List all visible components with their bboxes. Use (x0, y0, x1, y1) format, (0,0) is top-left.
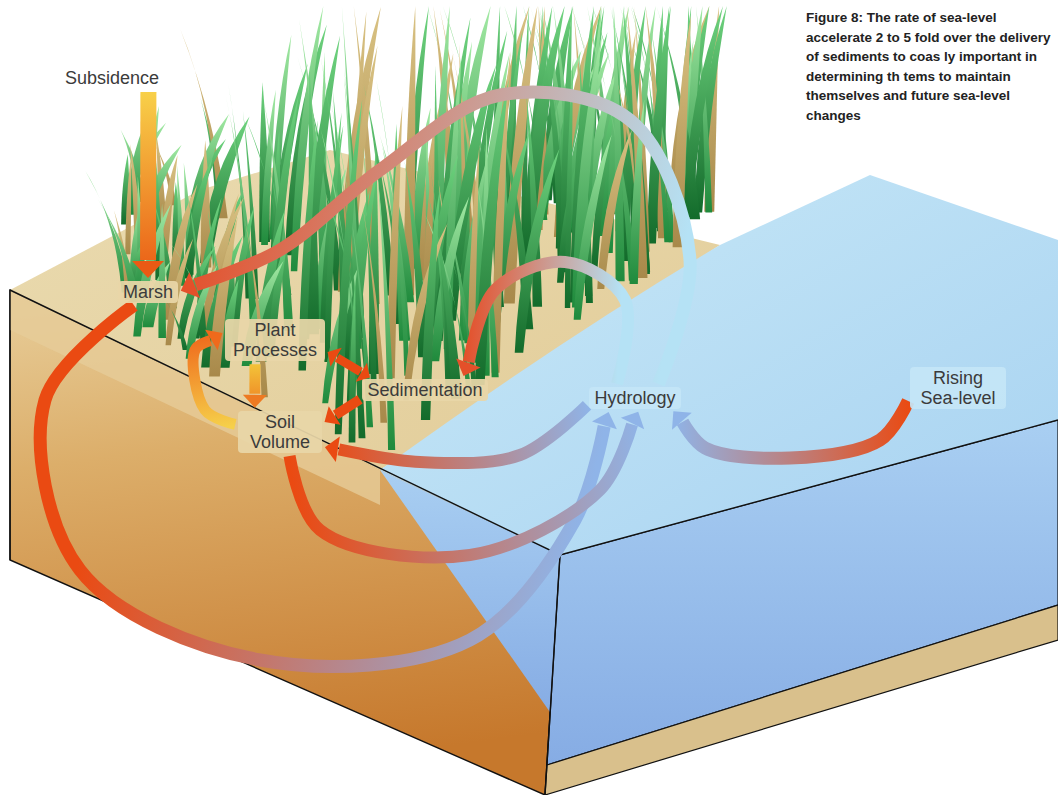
concept-label: Hydrology (589, 387, 680, 409)
connector-path (337, 358, 360, 372)
label-text: Rising Sea-level (915, 368, 1001, 408)
arrow-head (205, 330, 222, 350)
label-text: Hydrology (594, 388, 675, 408)
grass-blade (241, 202, 268, 397)
grass-blade (597, 129, 632, 289)
connector (132, 92, 164, 278)
connector-path (249, 364, 260, 394)
connector (290, 412, 645, 558)
right-face-sediment (545, 605, 1058, 795)
grass-blade (647, 6, 671, 243)
label-text: Subsidence (65, 68, 159, 88)
grass-blade (158, 204, 166, 338)
marsh-grass (85, 6, 726, 450)
arrow-head (456, 358, 480, 376)
connector-path (140, 92, 156, 260)
connector-path (290, 424, 633, 557)
label-text: Soil Volume (243, 412, 317, 452)
arrow-head (325, 406, 341, 425)
connector (328, 348, 370, 382)
concept-label: Plant Processes (225, 319, 325, 361)
concept-label: Soil Volume (238, 411, 322, 453)
label-text: Sedimentation (367, 380, 482, 400)
grass-blade (614, 6, 625, 281)
connector-path (469, 262, 628, 384)
label-text: Plant Processes (230, 320, 320, 360)
connector (672, 401, 908, 458)
grass-blade (574, 135, 612, 320)
arrow-head (325, 436, 340, 462)
connector (243, 364, 267, 408)
grass-blade (85, 171, 130, 292)
connector (325, 399, 360, 424)
arrow-head (243, 395, 267, 408)
connector (181, 92, 690, 384)
concept-label: Rising Sea-level (910, 367, 1006, 409)
connector-path (335, 399, 359, 415)
arrow-head (328, 348, 342, 367)
connector (456, 262, 628, 384)
connector-path (196, 92, 691, 384)
connector (325, 405, 587, 463)
concept-label: Subsidence (60, 67, 164, 89)
grass-blade (515, 149, 560, 353)
figure-caption: Figure 8: The rate of sea-level accelera… (806, 8, 1052, 125)
label-text: Marsh (123, 282, 173, 302)
connector-path (339, 405, 587, 463)
arrow-head (132, 261, 164, 278)
connector-path (683, 401, 909, 458)
arrow-head (672, 411, 692, 429)
caption-box: Figure 8: The rate of sea-level accelera… (806, 8, 1052, 125)
concept-label: Sedimentation (362, 379, 487, 401)
grass-blade (331, 101, 365, 438)
connector (40, 305, 616, 666)
block-edges (10, 290, 1058, 795)
grass-blade (376, 162, 395, 450)
concept-label: Marsh (118, 281, 178, 303)
arrow-head (621, 412, 644, 429)
grass-blade (125, 154, 131, 254)
arrow-head (592, 412, 617, 429)
arrow-head (181, 272, 200, 298)
connector-path (40, 305, 604, 666)
